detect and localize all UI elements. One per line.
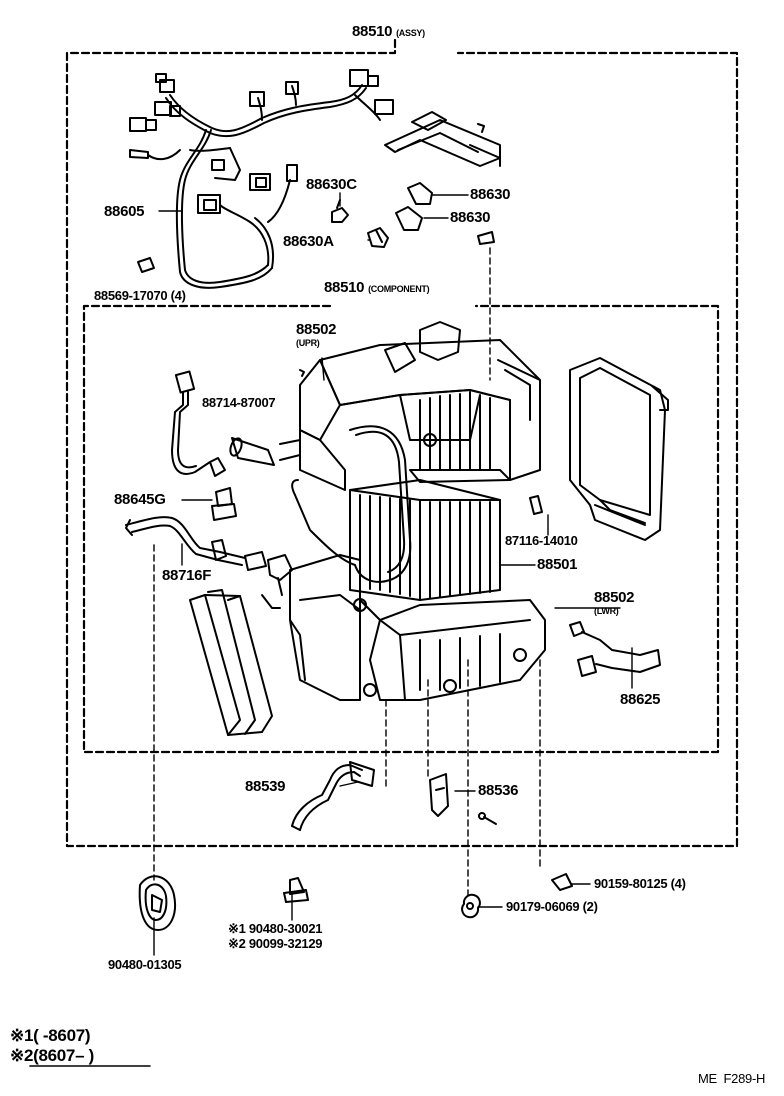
sensor-drawing: [569, 621, 661, 677]
assy-boundary: [65, 38, 739, 848]
seal-label: 87116-14010: [505, 533, 578, 548]
plug-1-label: ※1 90480-30021: [228, 921, 323, 936]
evaporator-unit-drawing: [261, 321, 546, 701]
thermistor-a-label: 88630A: [283, 233, 334, 250]
guide-lines: [153, 247, 541, 896]
grommet-label: 90480-01305: [108, 957, 182, 972]
evaporator-label: 88501: [537, 556, 578, 573]
fastener-drawings: [138, 369, 573, 931]
pipe-drawing: [125, 516, 267, 571]
wire-harness-label: 88605: [104, 203, 145, 220]
upper-case-label: 88502 (UPR): [296, 321, 337, 349]
leader-lines: [153, 192, 633, 956]
wire-harness-drawing: [129, 69, 394, 289]
valve-drawing: [211, 487, 237, 521]
bracket-label: 88536: [478, 782, 519, 799]
small-bracket-drawing: [429, 773, 497, 825]
page-code: ME F289-H: [698, 1071, 766, 1086]
plug-2-label: ※2 90099-32129: [228, 936, 323, 951]
tube-sensor-label: 88714-87007: [202, 395, 276, 410]
nut-label: 90179-06069 (2): [506, 899, 598, 914]
valve-label: 88645G: [114, 491, 166, 508]
thermistor-2-label: 88630: [450, 209, 491, 226]
footnote-1: ※1( -8607): [10, 1026, 91, 1045]
sensor-label: 88625: [620, 691, 661, 708]
assy-number-label: 88510 (ASSY): [352, 23, 425, 40]
clip-label: 88569-17070 (4): [94, 288, 186, 303]
bracket-drawing: [384, 111, 501, 167]
tube-sensor-drawing: [171, 370, 275, 477]
right-seal-drawing: [569, 357, 669, 541]
footnote-2: ※2(8607– ): [10, 1046, 95, 1065]
component-boundary: [82, 304, 720, 754]
component-number-label: 88510 (COMPONENT): [324, 279, 430, 296]
thermistor-drawings: [137, 182, 495, 273]
drain-hose-drawing: [291, 761, 375, 831]
thermistor-c-label: 88630C: [306, 176, 357, 193]
screw-label: 90159-80125 (4): [594, 876, 686, 891]
thermistor-1-label: 88630: [470, 186, 511, 203]
pipe-label: 88716F: [162, 567, 212, 584]
left-seal-drawing: [189, 589, 273, 736]
small-seal-drawing: [529, 495, 543, 515]
drain-hose-label: 88539: [245, 778, 286, 795]
lower-case-label: 88502 (LWR): [594, 589, 635, 617]
